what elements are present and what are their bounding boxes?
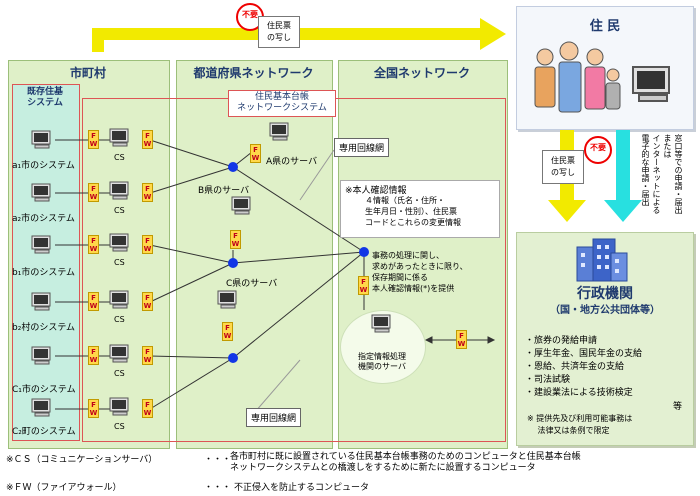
footnote-cs-desc: 各市町村に既に設置されている住民基本台帳事務のためのコンピュータと住民基本台帳 … [230,452,581,473]
b-prefecture-server-label: B県のサーバ [198,186,250,196]
juki-network-title: 住民基本台帳 ネットワークシステム [228,90,336,117]
cs-label: CS [114,153,125,162]
gov-item: ・旅券の発給申請 [525,336,598,346]
government-box: 行政機関 （国・地方公共団体等） ・旅券の発給申請 ・厚生年金、国民年金の支給 … [516,232,694,446]
dedicated-line-label: 専用回線網 [334,138,390,157]
residents-box: 住 民 [516,6,694,130]
residents-title: 住 民 [589,19,621,34]
c-prefecture-server-icon [217,290,237,309]
prefecture-panel [176,60,333,449]
copy-label-top: 住民票 の写し [258,16,300,48]
system-label: a₁市のシステム [12,161,75,171]
cs-computer-icon [109,128,129,147]
cs-label: CS [114,206,125,215]
computer-icon [31,346,51,365]
legacy-system-title: 既存住基 システム [26,87,63,108]
fuyou-badge-2: 不要 [584,136,612,164]
system-label: a₂市のシステム [12,214,75,224]
footnote-sep: ・・・ [204,483,232,493]
cs-computer-icon [109,233,129,252]
cs-label: CS [114,258,125,267]
b-prefecture-server-icon [231,196,251,215]
national-title: 全国ネットワーク [373,66,470,80]
gov-item: ・恩給、共済年金の支給 [525,362,625,372]
identity-info-box: ※本人確認情報 ４情報（氏名・住所・ 生年月日・性別）、住民票 コードとこれらの… [340,180,500,238]
system-label: C₁市のシステム [12,385,76,395]
residents-computer-icon [632,66,670,102]
legacy-system-area [12,84,80,441]
computer-icon [31,398,51,417]
gov-item: ・建設業法による技術検定 [525,388,633,398]
footnote-cs-term: ※ＣＳ（コミュニケーションサーバ） [6,455,158,465]
prefecture-title: 都道府県ネットワーク [193,66,314,80]
designated-server-label: 指定情報処理 機関のサーバ [358,352,406,371]
copy-label-side: 住民票 の写し [542,150,584,184]
footnote-fw-term: ※ＦＷ（ファイアウォール） [6,483,122,493]
designated-server-icon [371,314,391,333]
computer-icon [31,130,51,149]
identity-info-body: ４情報（氏名・住所・ 生年月日・性別）、住民票 コードとこれらの変更情報 [365,196,461,227]
dedicated-line-label: 専用回線網 [246,408,302,427]
computer-icon [31,235,51,254]
building-icon [576,238,628,282]
a-prefecture-server-icon [269,122,289,141]
c-prefecture-server-label: C県のサーバ [226,279,278,289]
cs-computer-icon [109,397,129,416]
identity-info-title: ※本人確認情報 [345,186,407,196]
cs-label: CS [114,422,125,431]
cs-label: CS [114,315,125,324]
computer-icon [31,292,51,311]
cs-computer-icon [109,344,129,363]
system-label: C₂町のシステム [12,427,76,437]
provide-info-text: 事務の処理に関し、 求めがあったときに限り、 保存期間に係る 本人確認情報(*)… [372,251,468,293]
system-label: b₁市のシステム [12,268,76,278]
footnote-sep: ・・・ [204,455,232,465]
cs-computer-icon [109,181,129,200]
application-vertical-text: 窓口等での申請・届出 または インターネットによる 電子的な申請・届出 [641,134,683,214]
family-icon [534,41,621,113]
cs-label: CS [114,369,125,378]
gov-item: ・厚生年金、国民年金の支給 [525,349,643,359]
gov-subtitle: （国・地方公共団体等） [550,305,660,316]
fuyou-text: 不要 [590,143,606,152]
gov-item: ・司法試験 [525,375,571,385]
computer-icon [31,183,51,202]
gov-title: 行政機関 [577,286,633,302]
fuyou-text: 不要 [242,10,258,19]
municipality-title: 市町村 [69,66,106,80]
gov-etc: 等 [673,402,683,412]
cs-computer-icon [109,290,129,309]
gov-note: ※ 提供先及び利用可能事務は 法律又は条例で限定 [527,414,633,435]
a-prefecture-server-label: A県のサーバ [266,157,318,167]
footnote-fw-desc: 不正侵入を防止するコンピュータ [234,483,370,493]
system-label: b₂村のシステム [12,323,76,333]
